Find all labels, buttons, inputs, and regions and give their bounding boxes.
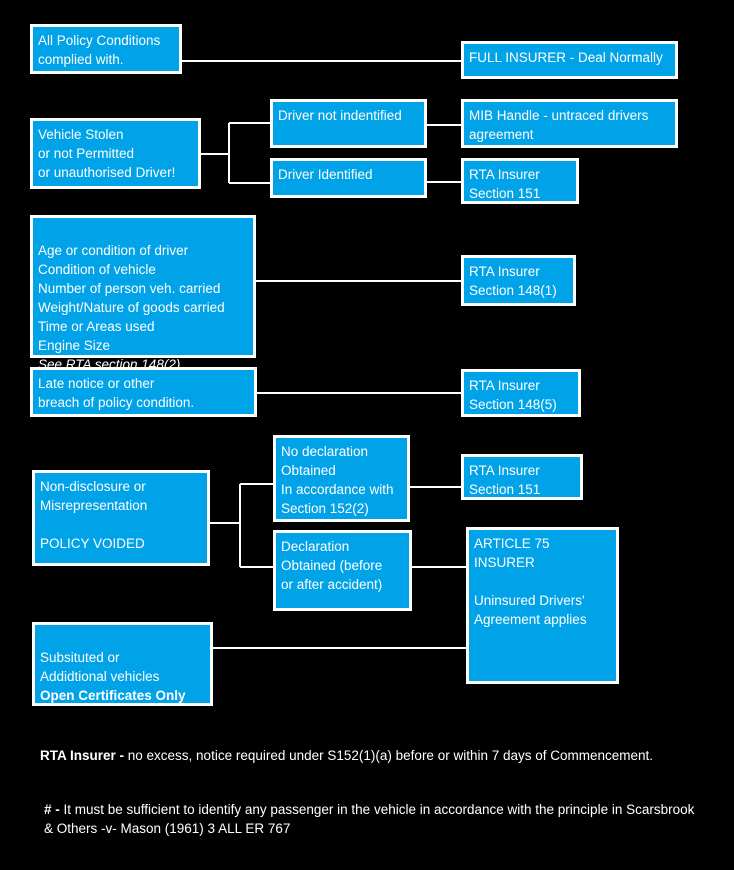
box-age-condition: Age or condition of driver Condition of … (30, 215, 256, 372)
box-policy-conditions-complied: All Policy Conditions complied with. (30, 24, 182, 74)
age-condition-text: Age or condition of driver Condition of … (38, 243, 225, 353)
box-non-disclosure: Non-disclosure or Misrepresentation POLI… (32, 470, 210, 566)
box-full-insurer: FULL INSURER - Deal Normally (461, 41, 678, 79)
note-rta-label: RTA Insurer - (40, 748, 125, 763)
box-mib-handle: MIB Handle - untraced drivers agreement (461, 99, 678, 148)
box-late-notice: Late notice or other breach of policy co… (30, 367, 257, 417)
box-no-declaration: No declaration Obtained In accordance wi… (273, 435, 410, 522)
box-vehicle-stolen: Vehicle Stolen or not Permitted or unaut… (30, 118, 201, 189)
note-rta-insurer: RTA Insurer - no excess, notice required… (40, 746, 700, 765)
substituted-open-certificates: Open Certificates Only (40, 688, 186, 703)
box-driver-identified: Driver Identified (270, 158, 427, 198)
box-rta-section-151-b: RTA Insurer Section 151 (461, 454, 583, 500)
note-hash-text: It must be sufficient to identify any pa… (44, 802, 695, 836)
box-substituted-vehicles: Subsituted or Addidtional vehicles Open … (32, 622, 213, 706)
box-declaration-obtained: Declaration Obtained (before or after ac… (273, 530, 412, 611)
box-rta-section-151-a: RTA Insurer Section 151 (461, 158, 579, 204)
note-rta-text: no excess, notice required under S152(1)… (124, 748, 654, 763)
box-driver-not-identified: Driver not indentified (270, 99, 427, 148)
note-hash: # - It must be sufficient to identify an… (44, 800, 704, 838)
note-hash-label: # - (44, 802, 60, 817)
box-rta-section-148-5: RTA Insurer Section 148(5) (461, 369, 581, 417)
box-rta-section-148-1: RTA Insurer Section 148(1) (461, 255, 576, 306)
box-article-75-insurer: ARTICLE 75 INSURER Uninsured Drivers' Ag… (466, 527, 619, 684)
substituted-text: Subsituted or Addidtional vehicles (40, 650, 160, 684)
